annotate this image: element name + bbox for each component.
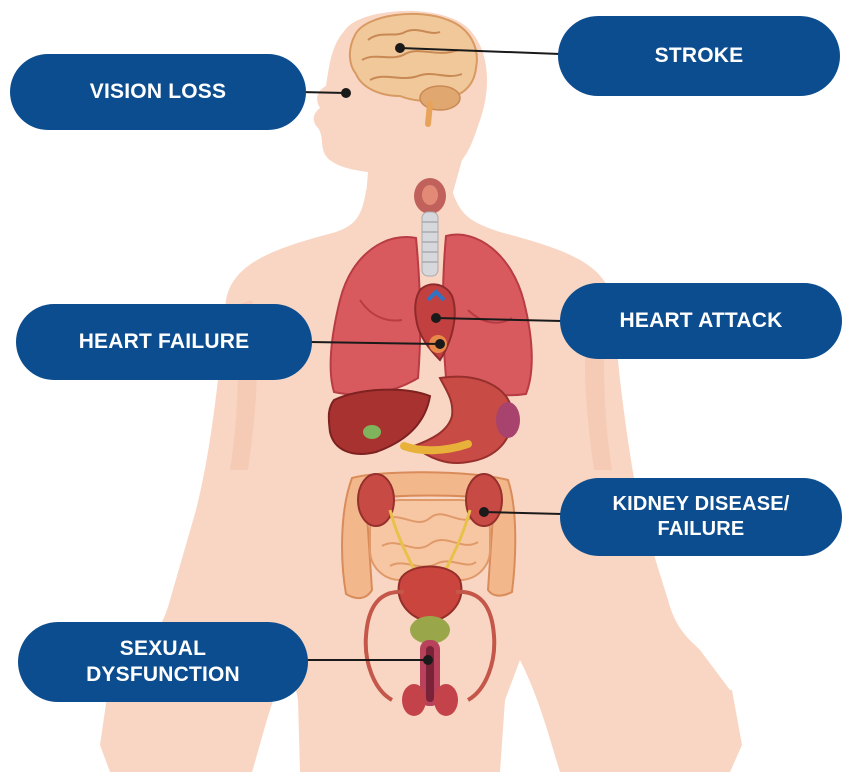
gallbladder [363, 425, 381, 439]
label-heart-attack: HEART ATTACK [560, 283, 842, 359]
label-vision-loss: VISION LOSS [10, 54, 306, 130]
spleen [496, 402, 520, 438]
label-heart-failure: HEART FAILURE [16, 304, 312, 380]
label-kidney-disease: KIDNEY DISEASE/ FAILURE [560, 478, 842, 556]
label-sexual-dysfunction: SEXUAL DYSFUNCTION [18, 622, 308, 702]
label-stroke: STROKE [558, 16, 840, 96]
